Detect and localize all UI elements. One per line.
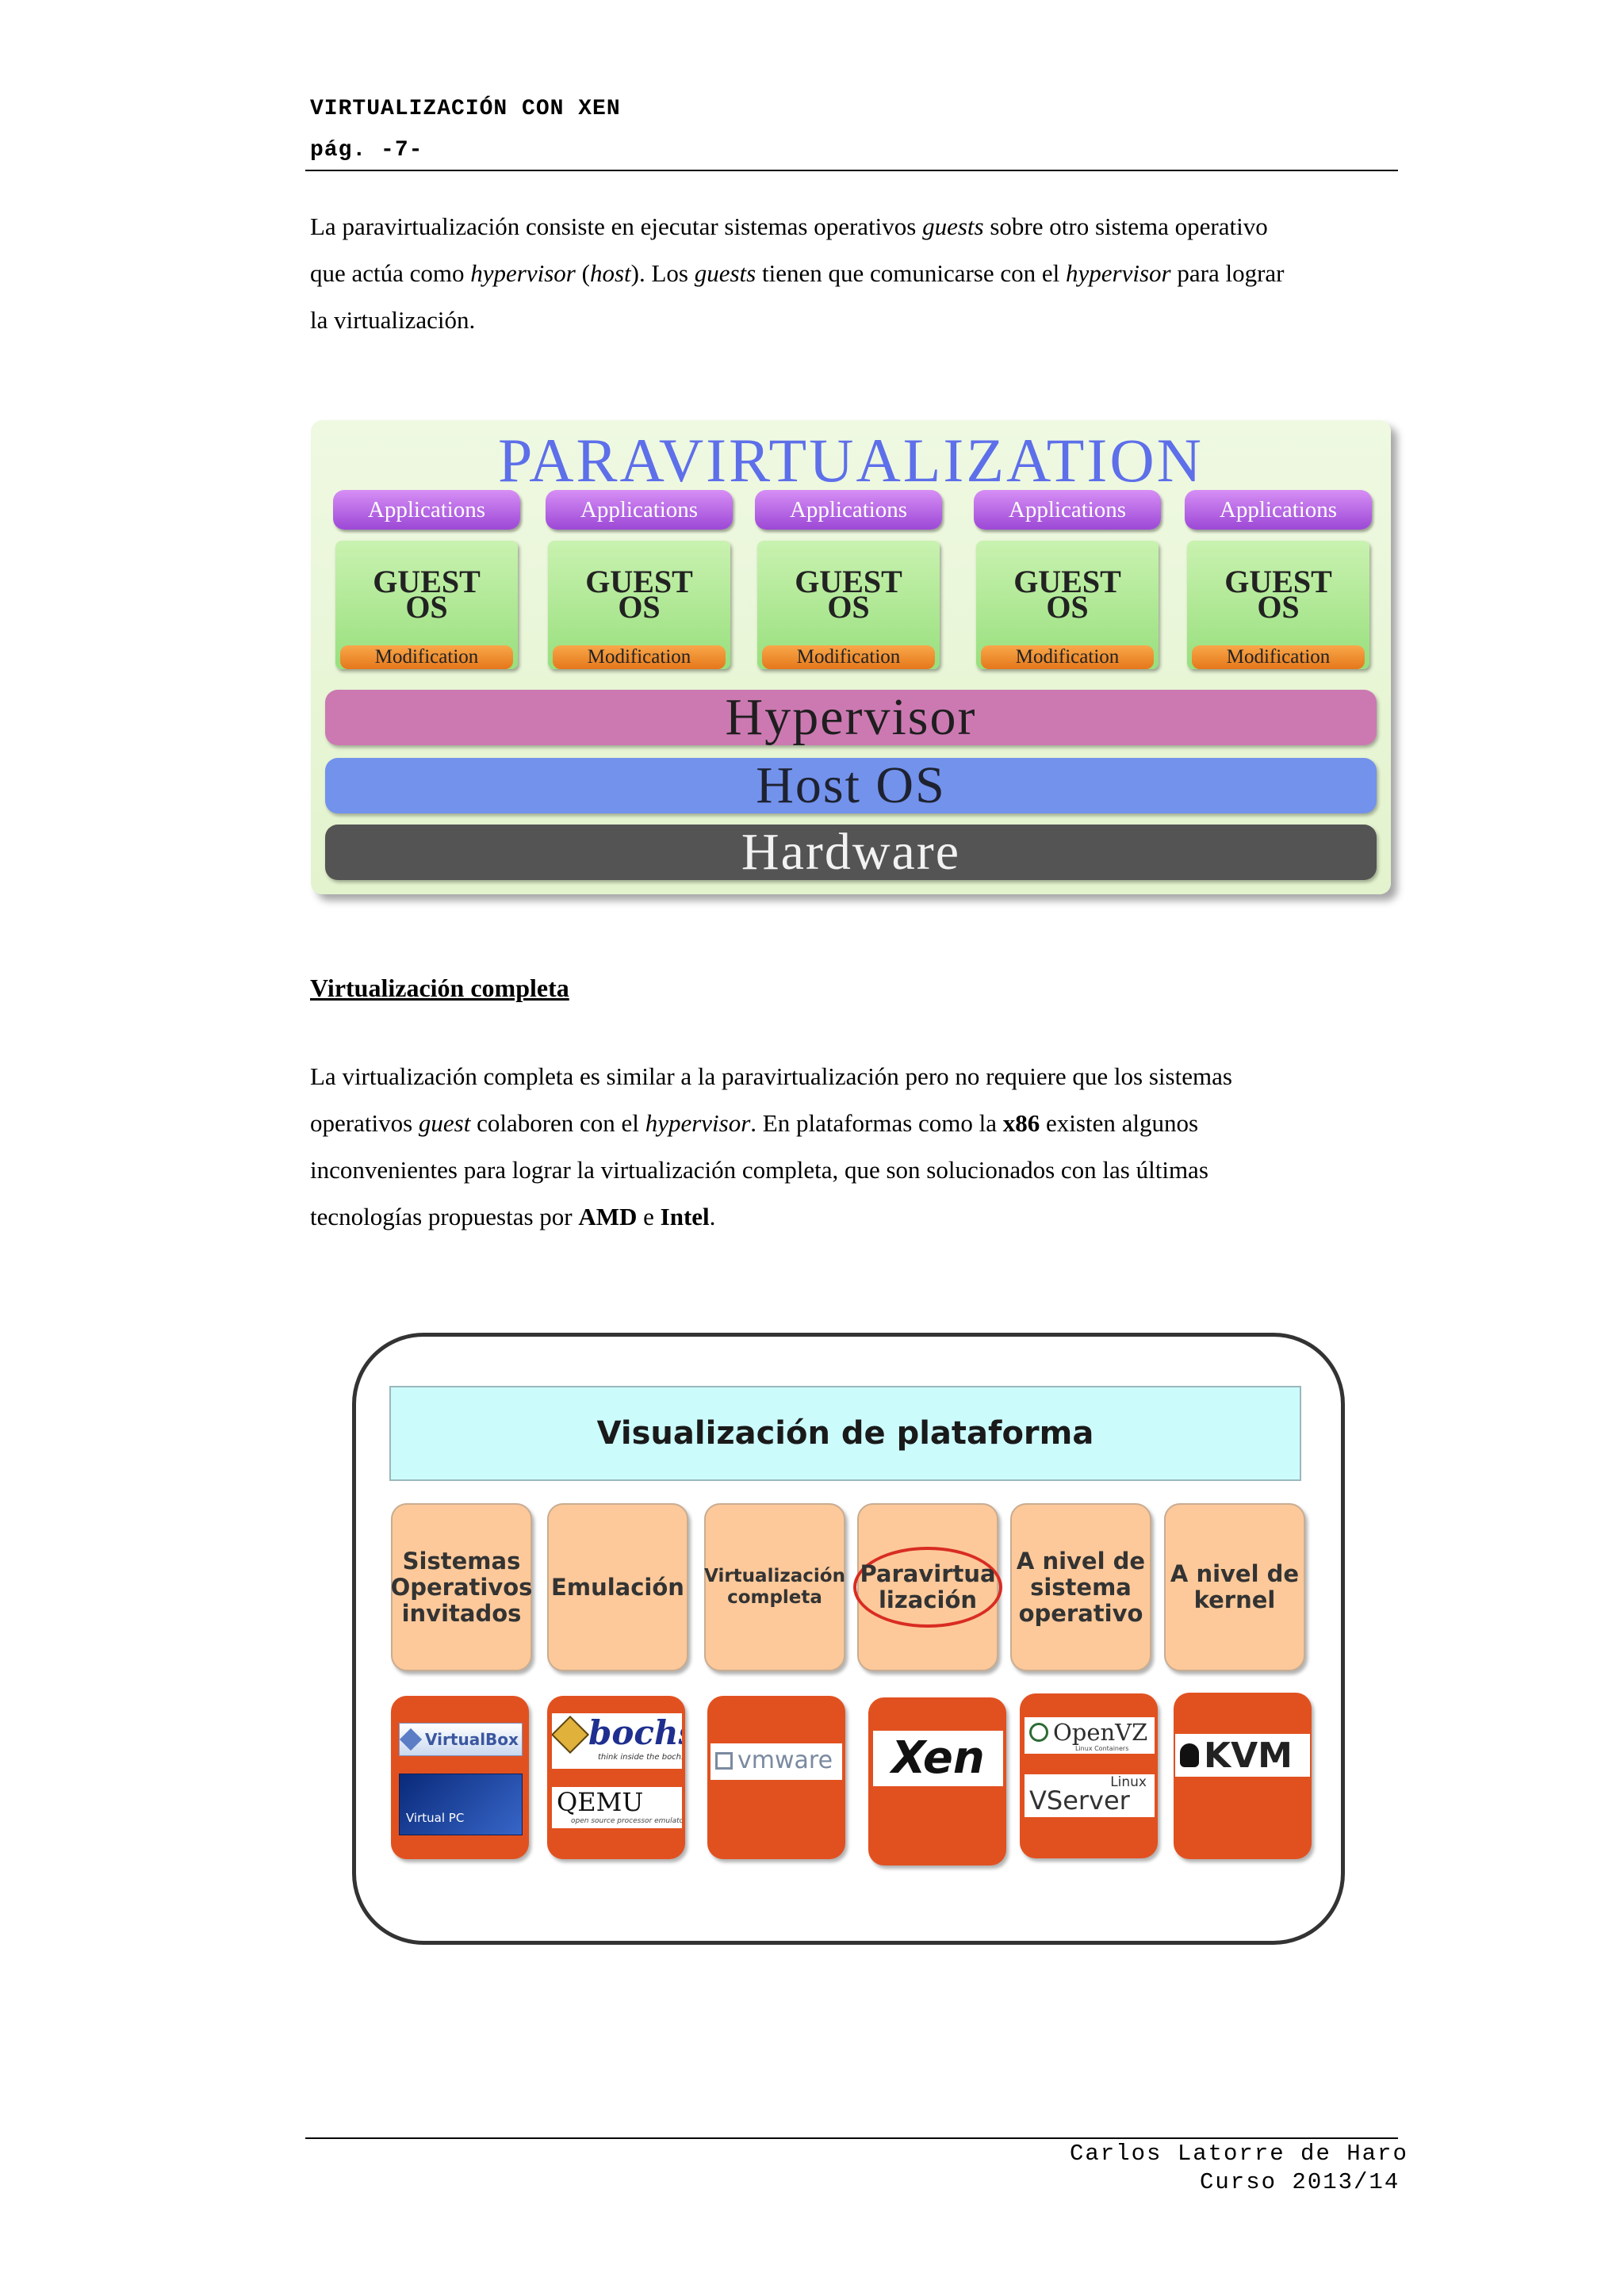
kvm-logo: KVM [1175,1734,1310,1777]
page-number: pág. -7- [310,138,423,163]
host-os-layer: Host OS [325,758,1377,813]
paragraph-full-virtualization: La virtualización completa es similar a … [310,1053,1396,1240]
applications-label: Applications [1185,490,1372,530]
applications-label: Applications [755,490,942,530]
section-heading: Virtualización completa [310,974,569,1002]
paragraph-line: inconvenientes para lograr la virtualiza… [310,1156,1208,1184]
modification-label: Modification [762,645,935,669]
paragraph-paravirtualization: La paravirtualización consiste en ejecut… [310,203,1396,343]
logo-tile-full-virtualization: vmware [707,1696,845,1859]
box-icon [552,1715,590,1755]
vmware-logo: vmware [710,1743,842,1780]
logo-tile-guest-os: VirtualBox Virtual PC [391,1696,529,1859]
modification-label: Modification [340,645,513,669]
hypervisor-layer: Hypervisor [325,690,1377,745]
vmware-icon [715,1752,733,1770]
logo-tile-emulation: bochs think inside the bochs. QEMU open … [547,1696,685,1859]
applications-label: Applications [974,490,1161,530]
footer-author: Carlos Latorre de Haro [1070,2141,1408,2167]
modification-label: Modification [1192,645,1365,669]
qemu-logo: QEMU open source processor emulator [552,1787,682,1828]
paragraph-line: La virtualización completa es similar a … [310,1062,1232,1090]
running-header-title: VIRTUALIZACIÓN CON XEN [310,97,621,121]
linux-vserver-logo: Linux VServer [1025,1774,1155,1817]
virtual-pc-logo: Virtual PC [399,1774,523,1835]
category-emulation: Emulación [547,1503,688,1671]
paragraph-line: tecnologías propuestas por AMD e Intel. [310,1203,716,1230]
xen-logo: Xen [873,1731,1003,1786]
logo-tile-os-level: OpenVZ Linux Containers Linux VServer [1020,1693,1158,1858]
modification-label: Modification [981,645,1154,669]
hardware-layer: Hardware [325,825,1377,880]
logo-tile-kernel-level: KVM [1174,1693,1312,1859]
cube-icon [400,1728,423,1751]
footer-rule [305,2137,1398,2139]
paragraph-line: La paravirtualización consiste en ejecut… [310,212,1268,240]
applications-label: Applications [333,490,520,530]
diagram-title: PARAVIRTUALIZATION [497,426,1205,495]
bochs-logo: bochs think inside the bochs. [552,1713,682,1769]
platform-title: Visualización de plataforma [389,1386,1301,1481]
virtualbox-logo: VirtualBox [399,1723,523,1756]
openvz-logo: OpenVZ Linux Containers [1025,1717,1155,1754]
paragraph-line: que actúa como hypervisor (host). Los gu… [310,259,1285,287]
logo-tile-paravirtualization: Xen [868,1697,1006,1866]
paragraph-line: la virtualización. [310,306,476,334]
paragraph-line: operativos guest colaboren con el hyperv… [310,1109,1199,1137]
applications-label: Applications [546,490,733,530]
penguin-icon [1180,1743,1199,1767]
modification-label: Modification [553,645,726,669]
footer-course: Curso 2013/14 [1200,2169,1400,2195]
openvz-icon [1029,1723,1048,1742]
header-rule [305,170,1398,171]
